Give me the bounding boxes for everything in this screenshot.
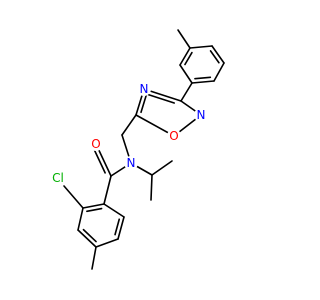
atom-n-amide-label: N	[127, 156, 136, 170]
bond-isopropyl-b	[150, 174, 153, 201]
bond-ring-bot-3-inner	[82, 228, 97, 243]
bond-methyl-bottom	[91, 246, 97, 270]
atom-labels: O N Cl N N O	[49, 82, 208, 187]
bond-ring-bot-3	[77, 229, 97, 248]
atom-n-ring-left: N	[137, 82, 151, 96]
bond-ring-top-1	[189, 45, 213, 49]
bond-ring-bot-4	[95, 238, 119, 248]
bond-ring-top-4-inner	[194, 76, 212, 80]
bond-ring-bot-5	[117, 216, 125, 240]
atom-cl: Cl	[49, 169, 67, 187]
bond-carbonyl-o-inner	[93, 149, 106, 174]
bond-lines	[63, 29, 225, 270]
atom-n-ring-left-label: N	[140, 82, 149, 96]
bond-ring-cl	[63, 185, 84, 209]
atom-n-ring-right: N	[194, 108, 208, 122]
atom-o-ring-label: O	[169, 129, 178, 143]
bond-oxa-4	[135, 114, 175, 137]
bond-oxa-5-inner	[140, 93, 148, 114]
bond-carbonyl-ring	[103, 175, 112, 205]
bond-ring-bot-2	[77, 207, 84, 231]
atom-cl-label: Cl	[52, 171, 64, 185]
chemical-structure-diagram: O N Cl N N O	[49, 29, 225, 270]
bond-ring-top-4	[191, 80, 215, 84]
bond-ring-top-6	[179, 47, 191, 66]
bond-ch2	[121, 114, 137, 136]
atom-n-amide: N	[124, 156, 138, 170]
bond-ring-top-6-inner	[184, 51, 193, 66]
bond-ring-top-5	[179, 64, 193, 84]
bond-ring-bot-5-inner	[114, 218, 121, 236]
bond-ring-bot-1-inner	[86, 207, 103, 213]
bond-ring-top-2	[211, 45, 225, 64]
bond-oxa-1-inner	[147, 93, 176, 104]
bond-ring-top-2-inner	[209, 50, 220, 64]
bond-ring-top-3	[213, 62, 225, 82]
atom-n-ring-right-label: N	[197, 108, 206, 122]
bond-ring-bot-1	[82, 203, 105, 209]
atom-o-ring: O	[167, 129, 181, 143]
atom-o-carbonyl-label: O	[91, 137, 100, 151]
bond-methyl-top	[177, 29, 191, 49]
atom-o-carbonyl: O	[89, 137, 103, 151]
bond-ring-bot-6	[103, 203, 125, 218]
bond-aryl-oxadiazole	[180, 82, 193, 102]
bond-isopropyl-a	[151, 160, 173, 176]
